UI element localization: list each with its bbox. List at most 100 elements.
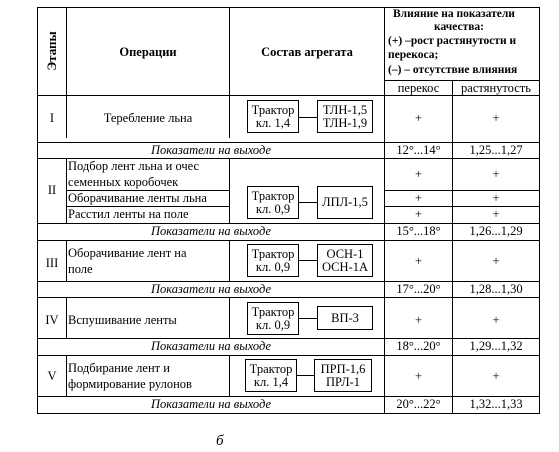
- tractor-box: Трактор кл. 1,4: [245, 359, 297, 392]
- stage-line: [229, 240, 230, 281]
- header-influence-1: Влияние на показатели: [393, 8, 515, 20]
- connector-line: [297, 375, 315, 376]
- output-skew: 18°...20°: [396, 339, 441, 353]
- tractor-label: Трактор: [251, 246, 295, 261]
- operation-text: Теребление льна: [103, 111, 193, 125]
- header-unit: Состав агрегата: [261, 45, 353, 59]
- figure-caption: б: [216, 433, 224, 449]
- mark-skew: +: [414, 111, 423, 125]
- machine-label: ВП-3: [331, 310, 359, 325]
- connector-line: [299, 260, 318, 261]
- output-skew: 15°...18°: [396, 224, 441, 238]
- row-line: [37, 240, 540, 241]
- machine-label: ТЛН-1,9: [322, 115, 368, 130]
- tractor-class: кл. 0,9: [255, 201, 291, 216]
- stage-line: [229, 95, 230, 138]
- tractor-box: Трактор кл. 0,9: [247, 244, 299, 277]
- operation-text: формирование рулонов: [68, 377, 192, 391]
- stage-number: III: [45, 256, 59, 270]
- stage-number: IV: [45, 313, 59, 327]
- stage-line: [66, 355, 67, 396]
- row-line: [66, 190, 229, 191]
- mark-stretch: +: [492, 313, 500, 327]
- row-line: [37, 223, 540, 224]
- output-stretch: 1,32...1,33: [469, 397, 523, 411]
- mark-skew: +: [414, 191, 423, 205]
- row-line: [384, 206, 540, 207]
- mark-stretch: +: [492, 369, 500, 383]
- stage-number: II: [47, 183, 57, 197]
- mark-skew: +: [414, 369, 423, 383]
- operation-text: Подбирание лент и: [68, 361, 170, 375]
- table-border-top: [37, 7, 540, 8]
- stage-number: V: [47, 369, 57, 383]
- tractor-class: кл. 0,9: [255, 259, 291, 274]
- machine-label: ПРЛ-1: [326, 374, 360, 389]
- header-operations: Операции: [119, 45, 177, 59]
- machine-label: ПРП-1,6: [320, 361, 366, 376]
- col-line-ops: [229, 7, 230, 138]
- mark-skew: +: [414, 313, 423, 327]
- operation-text: Оборачивание лент на: [68, 246, 187, 260]
- header-influence-3: (+) –рост растянутости и: [388, 35, 517, 47]
- tractor-class: кл. 0,9: [255, 317, 291, 332]
- mark-stretch: +: [492, 191, 500, 205]
- col-line-skew: [452, 80, 453, 414]
- tractor-box: Трактор кл. 0,9: [247, 186, 299, 219]
- output-label: Показатели на выходе: [150, 397, 272, 411]
- mark-stretch: +: [492, 254, 500, 268]
- header-influence-2: качества:: [434, 21, 485, 33]
- operation-text: Оборачивание ленты льна: [68, 191, 207, 205]
- row-line: [66, 206, 229, 207]
- row-line: [37, 142, 540, 143]
- stage-line: [229, 355, 230, 396]
- mark-skew: +: [414, 207, 423, 221]
- mark-stretch: +: [492, 167, 500, 181]
- output-label: Показатели на выходе: [150, 224, 272, 238]
- table-border-right: [539, 7, 540, 414]
- machine-label: ЛПЛ-1,5: [322, 195, 368, 209]
- header-stages: Этапы: [44, 31, 59, 71]
- tractor-box: Трактор кл. 0,9: [247, 302, 299, 335]
- output-label: Показатели на выходе: [150, 282, 272, 296]
- machine-label: ОСН-1: [326, 246, 364, 261]
- header-influence-4: перекоса;: [388, 49, 439, 61]
- stage-number: I: [49, 111, 55, 125]
- operation-text: Вспушивание ленты: [68, 313, 177, 327]
- output-stretch: 1,25...1,27: [469, 143, 523, 157]
- row-line: [37, 158, 540, 159]
- operation-text: Подбор лент льна и очес: [68, 159, 200, 173]
- mark-stretch: +: [492, 111, 500, 125]
- col-line-stage: [66, 7, 67, 138]
- stage-line: [66, 297, 67, 338]
- tractor-box: Трактор кл. 1,4: [247, 100, 299, 133]
- output-skew: 17°...20°: [396, 282, 441, 296]
- row-line: [37, 355, 540, 356]
- row-line: [384, 190, 540, 191]
- header-bottom-line: [37, 95, 540, 96]
- output-stretch: 1,26...1,29: [469, 224, 523, 238]
- header-sub-line: [384, 80, 540, 81]
- row-line: [37, 396, 540, 397]
- machine-box: ПРП-1,6 ПРЛ-1: [314, 359, 372, 392]
- output-stretch: 1,29...1,32: [469, 339, 523, 353]
- machine-label: ТЛН-1,5: [322, 102, 368, 117]
- output-skew: 20°...22°: [396, 397, 441, 411]
- operation-text: Расстил ленты на поле: [68, 207, 189, 221]
- mark-skew: +: [414, 254, 423, 268]
- header-influence-5: (–) – отсутствие влияния: [388, 64, 518, 76]
- connector-line: [299, 318, 318, 319]
- row-line: [37, 297, 540, 298]
- output-stretch: 1,28...1,30: [469, 282, 523, 296]
- tractor-class: кл. 1,4: [255, 115, 291, 130]
- machine-box: ЛПЛ-1,5: [317, 186, 373, 219]
- stage-line: [66, 95, 67, 138]
- tractor-label: Трактор: [251, 188, 295, 203]
- connector-line: [299, 202, 318, 203]
- table-border-left: [37, 7, 38, 414]
- row-line: [37, 338, 540, 339]
- stage-line: [229, 297, 230, 338]
- machine-box: ТЛН-1,5 ТЛН-1,9: [317, 100, 373, 133]
- mark-stretch: +: [492, 207, 500, 221]
